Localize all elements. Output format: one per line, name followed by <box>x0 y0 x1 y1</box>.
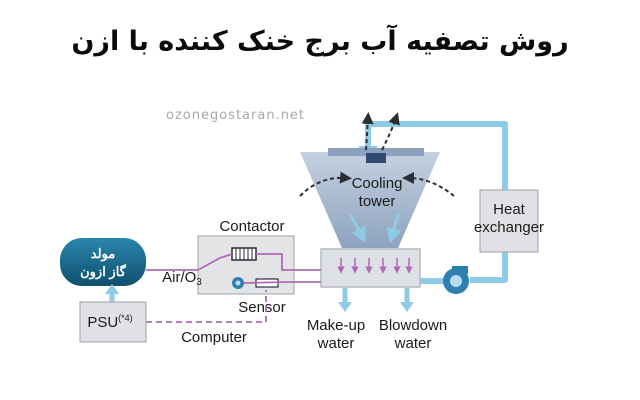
heat-exchanger-label-1: Heat <box>493 201 526 218</box>
ozone-lines <box>146 253 321 284</box>
water-loop-pipes <box>365 121 508 284</box>
watermark: ozonegostaran.net <box>166 108 306 123</box>
airflow-arrows <box>299 112 455 197</box>
heat-exchanger-label-2: exchanger <box>474 219 544 236</box>
psu-text: PSU <box>87 314 118 331</box>
contactor-element-coils <box>235 248 253 260</box>
tower-fan <box>366 153 386 163</box>
cooling-tower-label-2: tower <box>359 193 396 210</box>
blowdown-label-2: water <box>394 335 432 352</box>
contactor-pump <box>232 277 244 289</box>
contactor-box <box>197 235 295 295</box>
computer-dashed-line <box>146 290 267 323</box>
psu-to-generator-arrow <box>105 284 119 294</box>
cooling-tower-label-1: Cooling <box>352 175 403 192</box>
makeup-arrow-head <box>338 302 352 312</box>
blowdown-arrow-head <box>400 302 414 312</box>
ozone-injection-arrows <box>337 258 413 274</box>
air-o3-subscript: 3 <box>196 277 202 288</box>
contactor-loop-line <box>256 253 321 271</box>
computer-label: Computer <box>181 329 247 346</box>
tower-spray-header <box>328 148 424 156</box>
makeup-label-1: Make-up <box>307 317 365 334</box>
basin-return-line <box>243 281 321 284</box>
page-title: روش تصفیه آب برج خنک کننده با ازن <box>71 26 569 57</box>
makeup-blowdown-pipes <box>342 288 410 304</box>
air-o3-label: Air/O3 <box>162 269 202 288</box>
sensor-label: Sensor <box>238 299 286 316</box>
contactor-label: Contactor <box>219 218 284 235</box>
tower-basin <box>320 248 421 288</box>
circulation-pump <box>443 266 469 294</box>
blowdown-label-1: Blowdown <box>379 317 447 334</box>
tower-water-arrows <box>348 213 402 244</box>
psu-label: PSU(*4) <box>87 313 132 331</box>
makeup-label-2: water <box>317 335 355 352</box>
psu-box <box>79 301 147 343</box>
air-o3-text: Air/O <box>162 269 196 286</box>
psu-note: (*4) <box>118 313 133 323</box>
air-o3-line <box>146 253 233 271</box>
ozone-generator <box>60 238 146 286</box>
ozone-generator-label-1: مولد <box>91 246 116 262</box>
heat-exchanger-box <box>479 189 539 253</box>
ozone-generator-label-2: گاز ازون <box>80 263 127 280</box>
airflow-up-right <box>381 112 400 151</box>
return-pipe <box>365 121 508 190</box>
airflow-up-left <box>361 112 374 151</box>
pump-outlet-pipe <box>470 250 508 283</box>
